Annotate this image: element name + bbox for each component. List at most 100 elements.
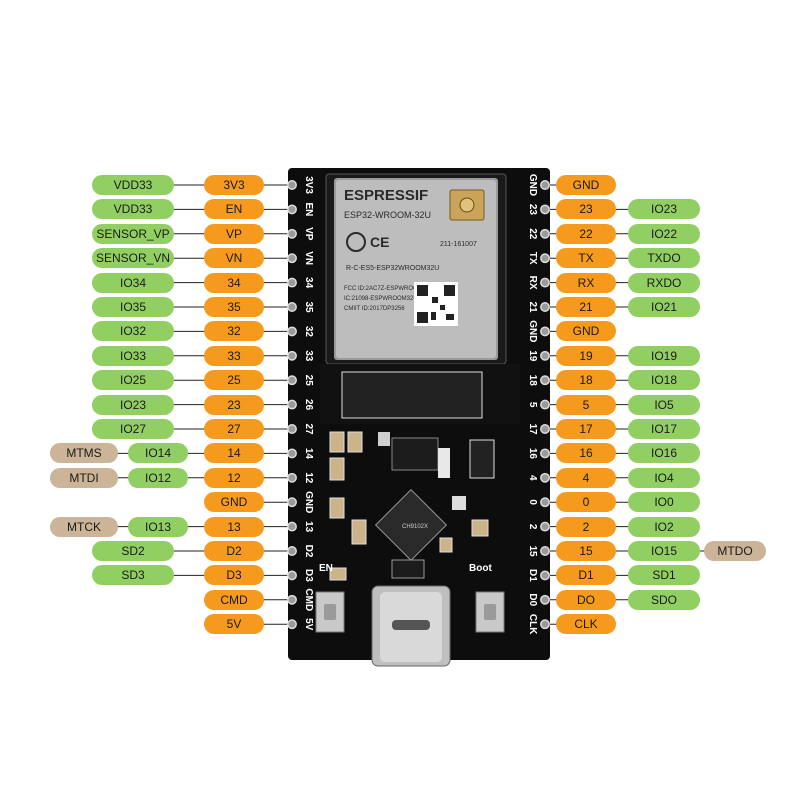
right-pin-label-tan: MTDO	[704, 541, 766, 561]
silkscreen-pin-name: CLK	[527, 614, 538, 635]
left-pin-label-green: IO33	[92, 345, 174, 366]
header-pins	[287, 180, 550, 630]
left-pin-label-green: SENSOR_VN	[92, 248, 174, 269]
silkscreen-pin-name: 33	[303, 350, 314, 362]
silkscreen-pin-name: D2	[303, 545, 314, 558]
silkscreen-pin-name: 17	[527, 423, 538, 435]
header-pin	[287, 472, 297, 483]
silkscreen-pin-name: 15	[527, 545, 538, 557]
right-pin-label-orange: GND	[556, 321, 616, 342]
silkscreen-pin-name: 18	[527, 375, 538, 387]
left-pin-label-orange: 14	[204, 443, 264, 464]
silkscreen-pin-name: 26	[303, 399, 314, 411]
left-pin-label-orange: 35	[204, 297, 264, 317]
header-pin	[540, 521, 550, 532]
cert-extra: 211-161007	[440, 241, 477, 248]
left-pin-label-tan: MTMS	[50, 443, 118, 464]
left-pin-label-tan: MTDI	[50, 467, 118, 488]
left-pin-label-orange: EN	[204, 199, 264, 220]
left-pin-label-orange: 13	[204, 516, 264, 537]
right-pin-label-green: IO2	[628, 516, 700, 537]
right-pin-label-green: IO17	[628, 419, 700, 439]
module-model: ESP32-WROOM-32U	[344, 210, 431, 220]
right-pin-label-orange: 2	[556, 516, 616, 537]
cert-fcc: FCC ID:2AC7Z-ESPWROOM32U	[344, 286, 434, 292]
right-pin-label-orange: RX	[556, 272, 616, 293]
right-pin-label-orange: 23	[556, 199, 616, 220]
header-pin	[540, 180, 550, 190]
left-pin-label-orange: VN	[204, 248, 264, 269]
devkit-board: ESPRESSIF ESP32-WROOM-32U CE 211-161007 …	[287, 168, 550, 667]
voltage-regulator	[391, 437, 439, 471]
ce-mark: CE	[370, 234, 389, 250]
cert-cmiit: CMIIT ID:2017DP3256	[344, 306, 405, 312]
boot-button[interactable]	[475, 591, 505, 633]
qr-code-icon	[414, 282, 458, 326]
header-pin	[287, 180, 297, 190]
silkscreen-pin-name: GND	[303, 491, 314, 513]
silkscreen-pin-name: D0	[527, 593, 538, 606]
header-pin	[287, 326, 297, 337]
right-pin-label-green: SD1	[628, 565, 700, 586]
right-pin-label-orange: TX	[556, 248, 616, 269]
left-pin-label-green: IO32	[92, 321, 174, 342]
silkscreen-left: 3V3ENVPVN343532332526271412GND13D2D3CMD5…	[303, 176, 314, 631]
left-pin-label-green: IO23	[92, 394, 174, 415]
header-pin	[287, 204, 297, 215]
right-pin-label-orange: CLK	[556, 614, 616, 635]
silkscreen-pin-name: 12	[303, 472, 314, 484]
right-pin-label-green: IO15	[628, 541, 700, 561]
header-pin	[540, 277, 550, 288]
right-pin-label-green: IO19	[628, 345, 700, 366]
left-pin-label-orange: 23	[204, 394, 264, 415]
silkscreen-pin-name: EN	[303, 202, 314, 216]
silkscreen-pin-name: CMD	[303, 588, 314, 611]
right-pin-label-green: IO18	[628, 370, 700, 391]
usb-c-port	[371, 585, 451, 667]
header-pin	[287, 594, 297, 605]
components: CH9102X	[329, 431, 495, 581]
right-pin-label-green: SDO	[628, 589, 700, 610]
header-pin	[287, 546, 297, 556]
en-button[interactable]	[315, 591, 345, 633]
silkscreen-pin-name: 27	[303, 423, 314, 435]
silkscreen-pin-name: 23	[527, 204, 538, 216]
left-pin-label-orange: 25	[204, 370, 264, 391]
left-pin-label-green: IO14	[128, 443, 188, 464]
header-pin	[540, 594, 550, 605]
header-pin	[540, 546, 550, 556]
silkscreen-pin-name: 35	[303, 301, 314, 313]
left-pin-label-orange: 32	[204, 321, 264, 342]
wroom-module: ESPRESSIF ESP32-WROOM-32U CE 211-161007 …	[325, 173, 507, 365]
header-pin	[287, 619, 297, 630]
usb-uart-chip	[374, 488, 448, 562]
silkscreen-pin-name: 16	[527, 448, 538, 460]
right-pin-label-orange: 17	[556, 419, 616, 439]
silkscreen-pin-name: VP	[303, 227, 314, 241]
right-pin-label-orange: 4	[556, 467, 616, 488]
silkscreen-pin-name: 2	[527, 524, 538, 530]
header-pin	[287, 399, 297, 410]
header-pin	[287, 497, 297, 508]
usb-chip-label: CH9102X	[402, 524, 428, 530]
silkscreen-pin-name: D1	[527, 569, 538, 582]
header-pin	[287, 277, 297, 288]
right-pin-label-green: IO23	[628, 199, 700, 220]
silkscreen-pin-name: VN	[303, 251, 314, 265]
header-pin	[287, 570, 297, 581]
left-pin-label-green: IO25	[92, 370, 174, 391]
right-pin-label-green: IO21	[628, 297, 700, 317]
header-pin	[287, 424, 297, 434]
silkscreen-pin-name: 21	[527, 301, 538, 313]
right-pin-label-orange: D1	[556, 565, 616, 586]
left-pin-label-tan: MTCK	[50, 516, 118, 537]
silkscreen-pin-name: 5V	[303, 618, 314, 631]
left-pin-label-orange: 5V	[204, 614, 264, 635]
left-pin-label-green: IO27	[92, 419, 174, 439]
left-pin-label-green: SENSOR_VP	[92, 223, 174, 244]
left-pin-label-green: VDD33	[92, 175, 174, 195]
left-pin-label-orange: 3V3	[204, 175, 264, 195]
header-pin	[540, 399, 550, 410]
left-pin-label-orange: 27	[204, 419, 264, 439]
silkscreen-pin-name: 0	[527, 499, 538, 505]
